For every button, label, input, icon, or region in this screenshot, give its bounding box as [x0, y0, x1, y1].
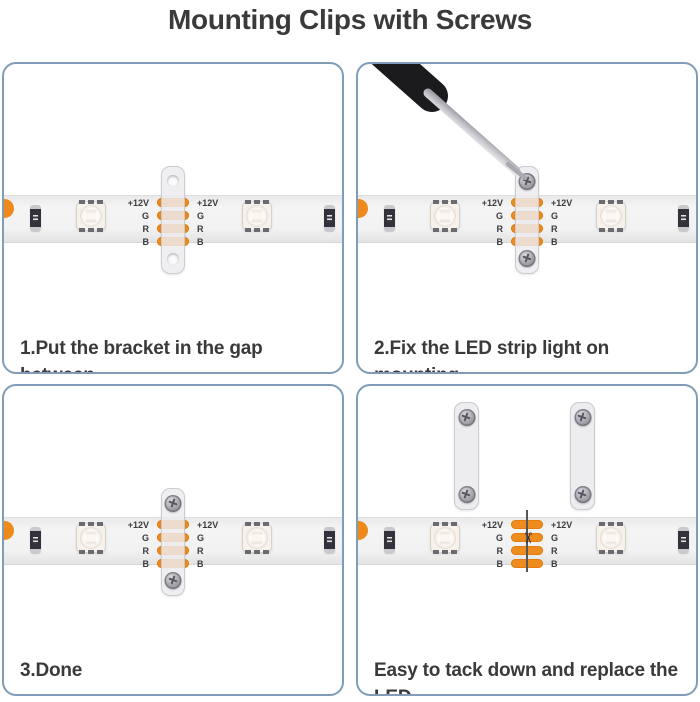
- strip-end-dot: [4, 521, 14, 540]
- panel-step-4: +12V G R B +12V G R B ✂ Easy to tack dow…: [356, 384, 698, 696]
- strip-end-dot: [358, 199, 368, 218]
- led-chip: [242, 200, 272, 232]
- pad-label: R: [142, 546, 150, 556]
- led-lens: [246, 527, 268, 549]
- panel-step-1: +12V G R B +12V G R B 1.Put the bracket …: [2, 62, 344, 374]
- caption-line: Easy to tack down and replace the LED: [374, 660, 678, 694]
- pad-label: +12V: [551, 198, 573, 208]
- led-chip: [430, 200, 460, 232]
- step-caption: 2.Fix the LED strip light on mounting su…: [374, 335, 688, 372]
- pad-labels-right: +12V G R B: [551, 519, 591, 571]
- pad-label: B: [496, 559, 504, 569]
- screw-icon: [574, 486, 591, 503]
- pad-label: B: [142, 559, 150, 569]
- pad-label: G: [551, 533, 559, 543]
- resistor-icon: [678, 205, 689, 231]
- led-lens: [80, 205, 102, 227]
- pad-label: +12V: [481, 520, 503, 530]
- led-lens: [600, 527, 622, 549]
- led-lens: [246, 205, 268, 227]
- pad-label: +12V: [197, 520, 219, 530]
- led-chip: [76, 522, 106, 554]
- pad-label: R: [496, 224, 504, 234]
- pad-labels-right: +12V G R B: [551, 197, 591, 249]
- screw-hole: [167, 175, 179, 187]
- resistor-icon: [384, 527, 395, 553]
- panel-step-3: +12V G R B +12V G R B 3.Done: [2, 384, 344, 696]
- steps-grid: +12V G R B +12V G R B 1.Put the bracket …: [0, 62, 700, 696]
- screw-icon: [458, 486, 475, 503]
- led-lens: [600, 205, 622, 227]
- led-lens: [80, 527, 102, 549]
- pad-label: +12V: [481, 198, 503, 208]
- led-lens: [434, 205, 456, 227]
- mounting-clip: [515, 166, 539, 274]
- pad-label: B: [197, 559, 204, 569]
- step-caption: 1.Put the bracket in the gap between the…: [20, 335, 334, 372]
- pad-label: G: [141, 533, 149, 543]
- led-lens: [434, 527, 456, 549]
- screw-icon: [458, 409, 475, 426]
- pad-labels-left: +12V G R B: [109, 197, 149, 249]
- step-caption: 3.Done: [20, 657, 334, 684]
- caption-line: 1.Put the bracket in the gap between: [20, 338, 263, 372]
- pad-label: B: [551, 559, 558, 569]
- pad-label: G: [197, 533, 205, 543]
- scissors-icon: ✂: [519, 531, 536, 545]
- mounting-clip: [161, 488, 185, 596]
- screw-icon: [164, 495, 182, 512]
- led-chip: [76, 200, 106, 232]
- pad-label: B: [142, 237, 150, 247]
- led-chip: [430, 522, 460, 554]
- resistor-icon: [324, 205, 335, 231]
- pad-label: R: [551, 546, 558, 556]
- pad-labels-left: +12V G R B: [109, 519, 149, 571]
- pad-label: +12V: [197, 198, 219, 208]
- pad-label: +12V: [551, 520, 573, 530]
- screw-icon: [574, 409, 591, 426]
- pad-label: +12V: [127, 198, 149, 208]
- pad-label: G: [141, 211, 149, 221]
- screw-icon: [518, 250, 536, 267]
- pad-label: G: [495, 211, 503, 221]
- led-chip: [596, 200, 626, 232]
- pad-labels-left: +12V G R B: [463, 197, 503, 249]
- led-chip: [242, 522, 272, 554]
- resistor-icon: [384, 205, 395, 231]
- panel-step-2: +12V G R B +12V G R B: [356, 62, 698, 374]
- screw-icon: [164, 572, 182, 589]
- cut-line: [526, 510, 528, 572]
- pad-label: B: [197, 237, 204, 247]
- pad-label: R: [551, 224, 558, 234]
- pad-label: R: [142, 224, 150, 234]
- pad-label: R: [197, 224, 204, 234]
- strip-end-dot: [358, 521, 368, 540]
- pad-label: B: [496, 237, 504, 247]
- pad-labels-left: +12V G R B: [463, 519, 503, 571]
- page-title: Mounting Clips with Screws: [168, 4, 532, 35]
- pad-label: R: [197, 546, 204, 556]
- screw-icon: [518, 173, 536, 190]
- step-caption: Easy to tack down and replace the LED st…: [374, 657, 688, 694]
- pad-label: G: [551, 211, 559, 221]
- resistor-icon: [324, 527, 335, 553]
- resistor-icon: [30, 527, 41, 553]
- pad-label: G: [495, 533, 503, 543]
- mounting-clip: [161, 166, 185, 274]
- pad-label: G: [197, 211, 205, 221]
- mounting-clip: [570, 402, 595, 510]
- pad-label: B: [551, 237, 558, 247]
- pad-labels-right: +12V G R B: [197, 197, 237, 249]
- pad-label: +12V: [127, 520, 149, 530]
- caption-line: 3.Done: [20, 660, 83, 681]
- caption-line: 2.Fix the LED strip light on mounting: [374, 338, 610, 372]
- resistor-icon: [30, 205, 41, 231]
- strip-end-dot: [4, 199, 14, 218]
- mounting-clip: [454, 402, 479, 510]
- led-chip: [596, 522, 626, 554]
- resistor-icon: [678, 527, 689, 553]
- pad-labels-right: +12V G R B: [197, 519, 237, 571]
- screw-hole: [167, 253, 179, 265]
- pad-label: R: [496, 546, 504, 556]
